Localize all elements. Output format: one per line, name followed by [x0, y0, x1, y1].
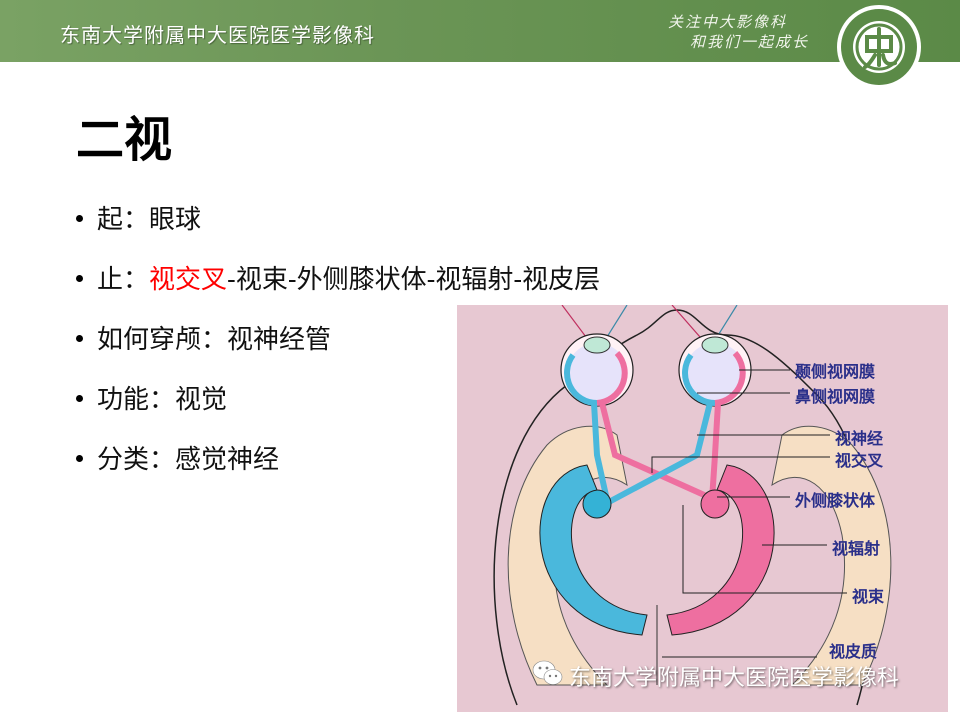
- bullet-highlight: 视交叉: [149, 265, 228, 295]
- bullet-dot-icon: [76, 334, 83, 342]
- slogan-line-2: 和我们一起成长: [690, 33, 810, 51]
- bullet-skull-passage: 如何穿颅：视神经管: [76, 318, 600, 378]
- bullet-value: 视觉: [175, 385, 228, 415]
- label-optic-nerve: 视神经: [835, 429, 884, 448]
- label-optic-chiasm: 视交叉: [835, 451, 884, 470]
- bullet-value: -视束-外侧膝状体-视辐射-视皮层: [227, 265, 601, 295]
- watermark-text: 东南大学附属中大医院医学影像科: [569, 666, 900, 691]
- bullet-category: 分类：感觉神经: [76, 438, 600, 498]
- bullet-label: 止：: [97, 265, 150, 295]
- bullet-value: 感觉神经: [175, 445, 280, 475]
- bullet-label: 功能：: [97, 385, 176, 415]
- header-bar: 东南大学附属中大医院医学影像科 关注中大影像科 和我们一起成长: [0, 0, 960, 89]
- wechat-icon: [532, 660, 563, 685]
- slogan: 关注中大影像科 和我们一起成长: [668, 12, 809, 52]
- label-optic-radiation: 视辐射: [832, 539, 881, 558]
- bullet-origin: 起：眼球: [76, 198, 600, 258]
- bullet-function: 功能：视觉: [76, 378, 600, 438]
- bullet-dot-icon: [76, 454, 83, 462]
- slide-title: 二视: [76, 112, 173, 168]
- bullet-value: 眼球: [149, 205, 202, 235]
- bullet-label: 分类：: [97, 445, 176, 475]
- label-optic-tract: 视束: [852, 587, 885, 606]
- bullet-label: 如何穿颅：: [97, 325, 228, 355]
- bullet-label: 起：: [97, 205, 150, 235]
- label-lateral-geniculate-body: 外侧膝状体: [795, 491, 876, 510]
- label-visual-cortex: 视皮质: [829, 642, 878, 661]
- bullet-termination: 止：视交叉-视束-外侧膝状体-视辐射-视皮层: [76, 258, 600, 318]
- bullet-dot-icon: [76, 214, 83, 222]
- visual-pathway-diagram: 颞侧视网膜 鼻侧视网膜 视神经 视交叉 外侧膝状体 视辐射 视束 视皮质 东南大…: [457, 305, 948, 712]
- label-temporal-retina: 颞侧视网膜: [795, 362, 876, 381]
- slogan-line-1: 关注中大影像科: [668, 13, 788, 31]
- label-nasal-retina: 鼻侧视网膜: [795, 387, 876, 406]
- bullet-list: 起：眼球 止：视交叉-视束-外侧膝状体-视辐射-视皮层 如何穿颅：视神经管 功能…: [76, 198, 600, 498]
- visual-pathway-illustration: [493, 305, 892, 706]
- bullet-dot-icon: [76, 274, 83, 282]
- hospital-seal-logo-icon: [837, 5, 921, 89]
- department-title: 东南大学附属中大医院医学影像科: [60, 23, 375, 47]
- bullet-dot-icon: [76, 394, 83, 402]
- bullet-value: 视神经管: [227, 325, 332, 355]
